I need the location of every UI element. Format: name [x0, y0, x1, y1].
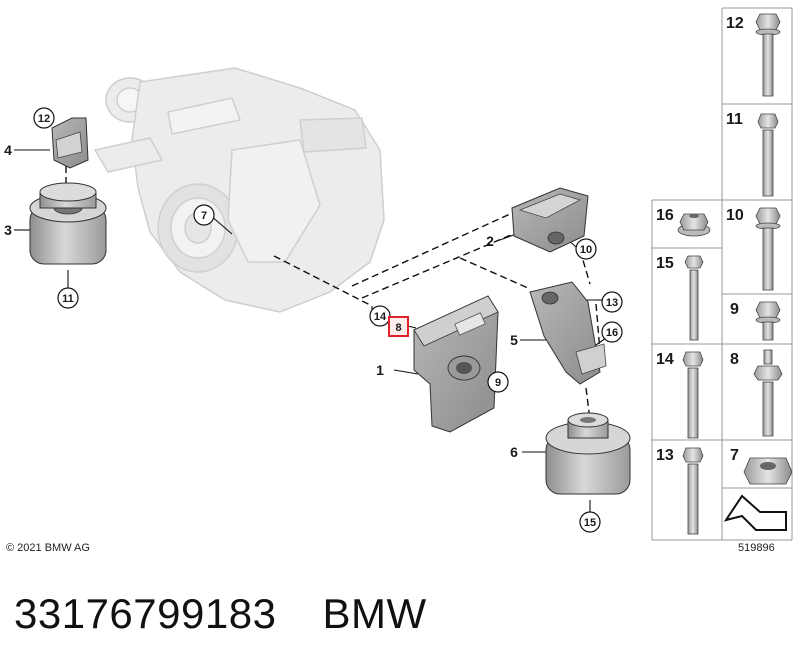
callout-15-circle: [579, 511, 601, 533]
bolt-14-icon: [682, 351, 704, 439]
bolt-10-icon: [755, 207, 781, 291]
callout-label: 11: [62, 293, 74, 305]
figure-id: 519896: [738, 542, 775, 554]
bolt-13-icon: [682, 447, 704, 535]
callout-label: 6: [510, 444, 518, 460]
callout-label: 10: [580, 244, 592, 256]
callout-label: 12: [726, 15, 744, 32]
callout-label: 4: [4, 142, 12, 158]
rubber-mount-part-6[interactable]: [545, 412, 631, 495]
rubber-mount-part-3[interactable]: [29, 182, 107, 265]
part-number: 33176799183: [14, 590, 277, 637]
callout-label: 12: [38, 113, 50, 125]
bolt-11-icon: [757, 113, 779, 197]
bolt-15-icon: [684, 255, 704, 341]
callout-label: 13: [606, 297, 618, 309]
circle-callouts: 12 11 7 14 10 13 16 9 15: [33, 107, 623, 533]
bracket-part-2[interactable]: [511, 187, 589, 253]
stud-8-icon: [753, 349, 783, 437]
callout-label: 8: [395, 322, 401, 334]
callout-label: 15: [584, 517, 596, 529]
copyright-text: © 2021 BMW AG: [6, 542, 90, 554]
callout-label: 7: [201, 210, 207, 222]
arrow-symbol-icon: [723, 494, 787, 531]
bracket-part-4[interactable]: [51, 117, 89, 169]
bolt-12-icon: [755, 13, 781, 97]
bolt-9-icon: [755, 301, 781, 341]
part-number-line: 33176799183 BMW: [14, 590, 427, 638]
callout-label: 9: [495, 377, 501, 389]
callout-label: 16: [606, 327, 618, 339]
callout-label: 3: [4, 222, 12, 238]
callout-label: 14: [656, 351, 674, 368]
callout-13-circle: [601, 291, 623, 313]
callout-label: 5: [510, 332, 518, 348]
callout-label: 8: [730, 351, 739, 368]
callout-12-circle: [33, 107, 55, 129]
callout-label: 9: [730, 301, 739, 318]
callout-label: 10: [726, 207, 744, 224]
callout-label: 7: [730, 447, 739, 464]
callout-7-circle: [193, 204, 215, 226]
brand-name: BMW: [322, 590, 427, 637]
hex-nut-7-icon: [743, 457, 793, 485]
differential-housing-ghost: [93, 67, 385, 313]
flange-nut-16-icon: [677, 213, 711, 237]
fastener-parts-table: 12 11 16 10 15 9 14 8 13 7: [651, 7, 793, 541]
callout-16-circle: [601, 321, 623, 343]
callout-label: 16: [656, 207, 674, 224]
callout-label: 13: [656, 447, 674, 464]
plain-callouts: 4 3 2 1 5 6: [4, 142, 518, 460]
callout-11-circle: [57, 287, 79, 309]
highlighted-callout-8[interactable]: 8: [388, 316, 409, 337]
mount-part-1[interactable]: [413, 295, 499, 433]
callout-label: 14: [374, 311, 387, 323]
callout-label: 2: [486, 233, 494, 249]
bracket-part-5[interactable]: [529, 281, 607, 385]
callout-label: 15: [656, 255, 674, 272]
callout-10-circle: [575, 238, 597, 260]
callout-label: 11: [726, 111, 743, 128]
callout-9-circle: [487, 371, 509, 393]
callout-label: 1: [376, 362, 384, 378]
